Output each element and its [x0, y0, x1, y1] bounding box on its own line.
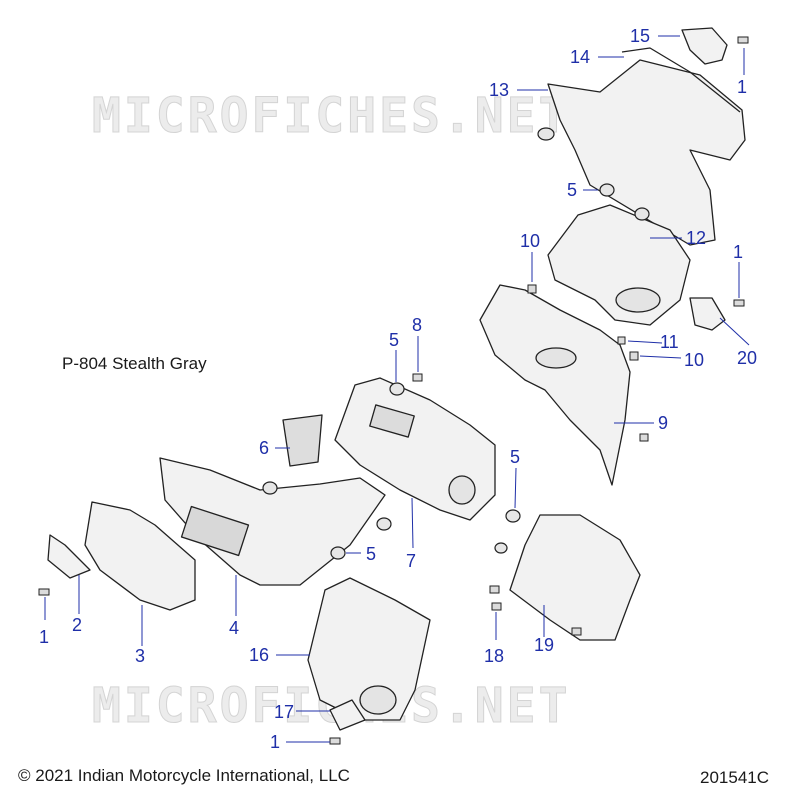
part-12-vent: [615, 287, 661, 313]
part-16-hole: [359, 685, 397, 715]
callout-9: 9: [658, 413, 669, 433]
grommet-2: [599, 183, 615, 197]
grommet-8: [330, 546, 346, 560]
grommet-3: [634, 207, 650, 221]
grommet-5: [505, 509, 521, 523]
callout-8: 8: [412, 315, 423, 335]
part-9-opening: [535, 347, 577, 369]
callout-1-left: 1: [39, 627, 50, 647]
screw-18: [491, 602, 502, 611]
callout-1-bottom: 1: [270, 732, 281, 752]
screw-19: [571, 627, 582, 636]
callout-5-right: 5: [510, 447, 521, 467]
screw-1-top: [737, 36, 749, 44]
callout-4: 4: [229, 618, 240, 638]
copyright-text: © 2021 Indian Motorcycle International, …: [18, 766, 350, 785]
paint-code-note: P-804 Stealth Gray: [62, 354, 207, 373]
part-19-bottom-cover: [509, 514, 641, 641]
callout-14: 14: [570, 47, 591, 67]
grommet-6: [262, 481, 278, 495]
part-7-slot: [369, 404, 415, 438]
part-13-upper-fairing: [547, 59, 746, 246]
callout-10-lower: 10: [684, 350, 705, 370]
screw-9: [639, 433, 649, 442]
callout-10-upper: 10: [520, 231, 541, 251]
diagram-id: 201541C: [700, 768, 770, 787]
part-16-lower-panel: [307, 577, 431, 721]
part-20-cap: [689, 297, 726, 331]
watermark-top: MICROFICHES.NET: [91, 88, 571, 145]
screw-1-left: [38, 588, 50, 596]
part-3-cover: [84, 501, 196, 611]
nut-11: [617, 336, 626, 345]
grommet-9: [494, 542, 508, 554]
callout-12: 12: [686, 228, 707, 248]
grommet-7: [376, 517, 392, 531]
part-9-inner-bracket: [479, 284, 631, 486]
callout-5-upper: 5: [567, 180, 578, 200]
screw-18b: [489, 585, 500, 594]
leader-lines: [44, 35, 750, 743]
callout-7: 7: [406, 551, 417, 571]
fasteners: [38, 36, 749, 745]
callout-1-right: 1: [733, 242, 744, 262]
grommet-4: [389, 382, 405, 396]
part-17-tab: [329, 699, 366, 731]
callout-11: 11: [660, 332, 679, 352]
callout-2: 2: [72, 615, 83, 635]
part-4-pad: [180, 505, 250, 557]
callout-15: 15: [630, 26, 651, 46]
callout-19: 19: [534, 635, 555, 655]
part-2-cap: [47, 534, 91, 579]
callout-20: 20: [737, 348, 758, 368]
callout-18: 18: [484, 646, 505, 666]
screw-1-right: [733, 299, 745, 307]
callout-6: 6: [259, 438, 270, 458]
screw-1-bottom: [329, 737, 341, 745]
callout-16: 16: [249, 645, 270, 665]
grommet-1: [537, 127, 555, 141]
screw-8: [412, 373, 423, 382]
part-14-trim: [621, 47, 741, 113]
callout-5-mid: 5: [389, 330, 400, 350]
part-6-pad: [282, 414, 323, 467]
screw-10a: [527, 284, 537, 294]
callout-17: 17: [274, 702, 295, 722]
part-15-cap: [681, 27, 728, 65]
callout-13: 13: [489, 80, 510, 100]
callout-5-lower: 5: [366, 544, 377, 564]
callout-3: 3: [135, 646, 146, 666]
callout-1-top: 1: [737, 77, 748, 97]
part-7-hole: [448, 475, 476, 505]
screw-10b: [629, 351, 639, 361]
